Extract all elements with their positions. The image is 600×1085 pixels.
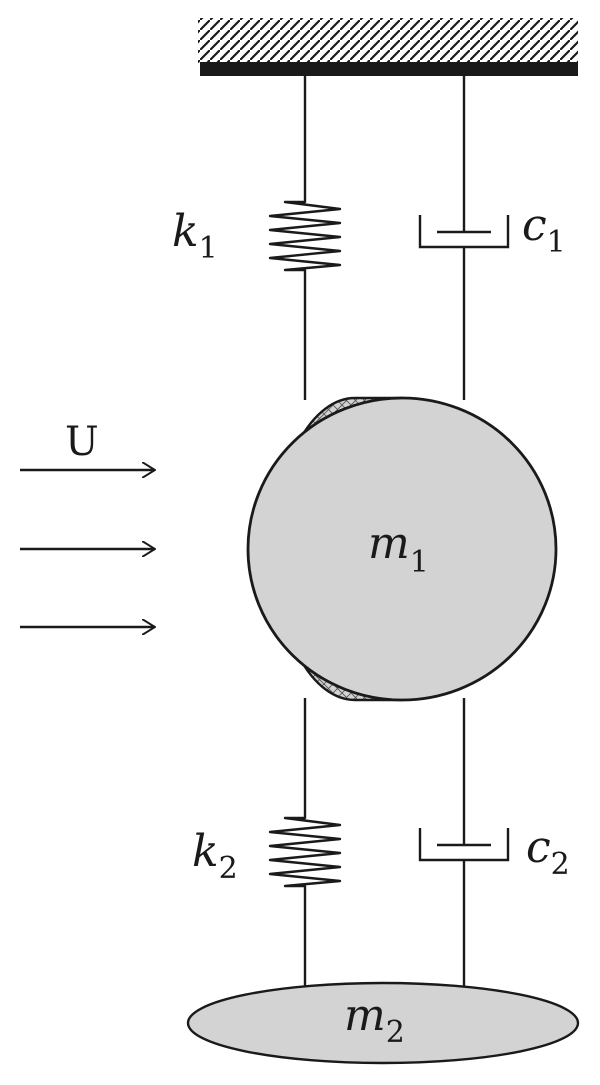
- fixed-support: [198, 18, 578, 76]
- ceiling-hatching: [198, 18, 578, 63]
- damper-c1: [418, 76, 510, 400]
- label-c1: c1: [522, 200, 566, 260]
- label-m2: m2: [344, 990, 405, 1050]
- damper-c2: [418, 698, 510, 990]
- flow-label: U: [65, 419, 99, 465]
- label-m1: m1: [368, 518, 429, 580]
- mass-m1: [246, 396, 558, 702]
- flow-arrows: [20, 470, 155, 627]
- mass-m1-face: [246, 396, 558, 702]
- label-c2: c2: [526, 822, 570, 882]
- mass-m2: [186, 981, 580, 1065]
- spring-k2: [268, 698, 342, 990]
- spring-k1: [268, 76, 342, 400]
- label-k2: k2: [192, 826, 238, 886]
- ceiling-bar: [200, 62, 578, 76]
- label-k1: k1: [172, 206, 218, 266]
